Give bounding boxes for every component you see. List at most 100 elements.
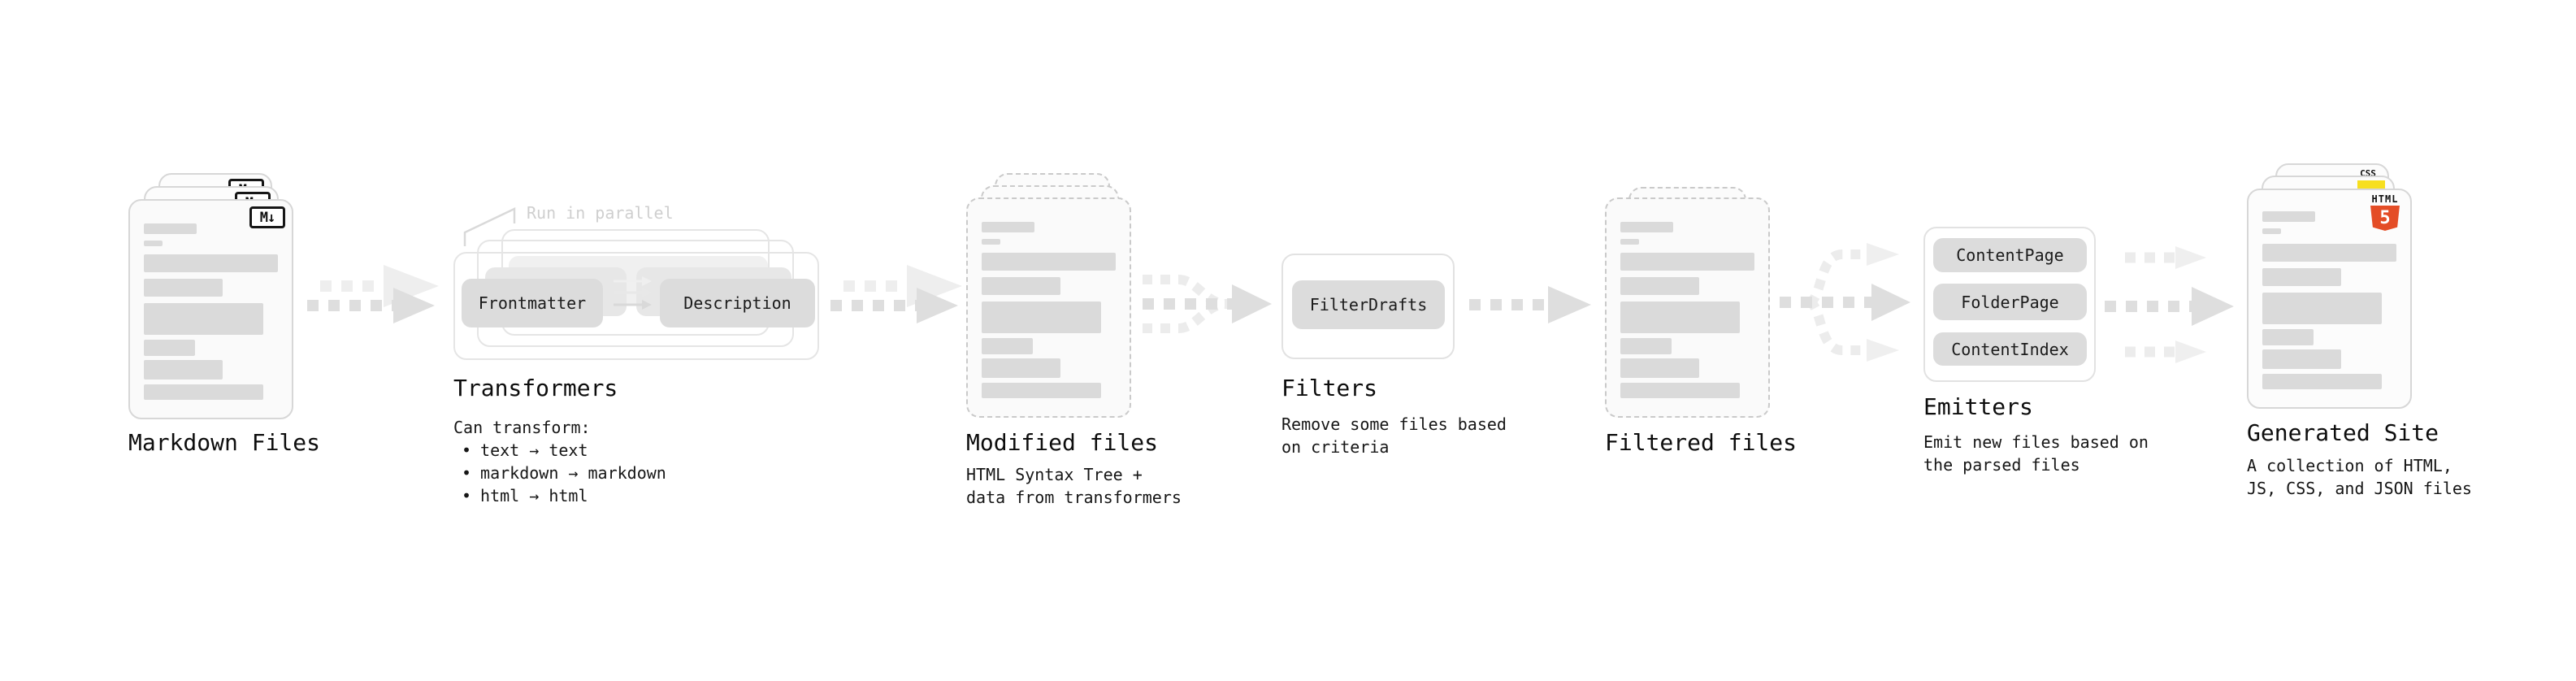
merge-branch-top xyxy=(1143,275,1228,309)
bullet-dot: • xyxy=(462,463,472,483)
arrow-head xyxy=(1867,339,1899,362)
text-placeholder-bar xyxy=(2262,228,2281,234)
desc-line: the parsed files xyxy=(1923,455,2080,475)
generated-site-description: A collection of HTML, JS, CSS, and JSON … xyxy=(2247,454,2472,500)
text-placeholder-bar xyxy=(982,253,1116,271)
contentindex-node: ContentIndex xyxy=(1933,332,2087,366)
text-placeholder-bar xyxy=(982,301,1101,333)
generated-file-card-html: HTML 5 xyxy=(2247,189,2412,409)
arrow-head xyxy=(642,276,652,286)
text-placeholder-bar xyxy=(144,360,223,380)
text-placeholder-bar xyxy=(2262,329,2314,345)
description-node: Description xyxy=(660,279,815,327)
node-link-arrows xyxy=(614,276,652,310)
transformers-description: Can transform: • text → text • markdown … xyxy=(453,416,666,507)
flow-arrow-filtered-to-emitters xyxy=(1780,243,1910,362)
text-placeholder-bar xyxy=(144,303,263,335)
html5-icon-shield: 5 xyxy=(2370,206,2400,231)
flow-arrow-markdown-to-transformers xyxy=(307,265,439,323)
arrow-head xyxy=(2192,287,2234,326)
text-placeholder-bar xyxy=(2262,268,2341,286)
filtered-file-card xyxy=(1605,197,1770,418)
stage-label-filtered-files: Filtered files xyxy=(1605,429,1798,456)
merge-branch-bottom xyxy=(1143,299,1228,333)
markdown-icon-text: M↓ xyxy=(259,209,276,226)
arrow-head xyxy=(642,288,652,297)
desc-line: Emit new files based on xyxy=(1923,432,2149,452)
stage-label-transformers: Transformers xyxy=(453,375,618,401)
desc-line: A collection of HTML, xyxy=(2247,456,2452,475)
transformers-desc-title: Can transform: xyxy=(453,418,591,437)
text-placeholder-bar xyxy=(1620,338,1672,354)
flow-arrow-filters-to-filtered xyxy=(1469,286,1591,323)
text-placeholder-bar xyxy=(144,340,195,356)
text-placeholder-bar xyxy=(982,239,1000,245)
text-placeholder-bar xyxy=(1620,253,1754,271)
transform-bullet-item: • text → text xyxy=(462,439,666,462)
text-placeholder-bar xyxy=(982,222,1034,232)
text-placeholder-bar xyxy=(1620,222,1673,232)
desc-line: JS, CSS, and JSON files xyxy=(2247,479,2472,498)
transformer-box-front xyxy=(453,252,819,360)
emitters-description: Emit new files based on the parsed files xyxy=(1923,431,2149,476)
desc-line: Remove some files based xyxy=(1281,414,1507,434)
html5-icon-label: HTML xyxy=(2371,193,2399,205)
bullet-text: html → html xyxy=(480,486,588,505)
text-placeholder-bar xyxy=(144,223,197,234)
folderpage-node: FolderPage xyxy=(1933,284,2087,320)
stage-label-markdown-files: Markdown Files xyxy=(128,429,321,456)
arrow-head xyxy=(1548,286,1591,323)
text-placeholder-bar xyxy=(144,384,263,400)
text-placeholder-bar xyxy=(2262,374,2382,389)
flow-arrow-emitters-to-generated xyxy=(2105,246,2234,363)
modified-files-description: HTML Syntax Tree + data from transformer… xyxy=(966,463,1182,509)
arrow-head xyxy=(1871,284,1910,321)
text-placeholder-bar xyxy=(982,383,1101,398)
stage-label-generated-site: Generated Site xyxy=(2247,419,2439,446)
contentpage-node: ContentPage xyxy=(1933,238,2087,272)
run-in-parallel-annotation: Run in parallel xyxy=(527,203,674,223)
css-icon-text: CSS xyxy=(2360,168,2376,179)
frontmatter-node: Frontmatter xyxy=(462,279,603,327)
text-placeholder-bar xyxy=(2262,293,2382,324)
markdown-icon: M↓ xyxy=(249,206,285,228)
text-placeholder-bar xyxy=(1620,239,1639,245)
fanout-branch-bottom xyxy=(1806,297,1867,355)
desc-line: data from transformers xyxy=(966,488,1182,507)
text-placeholder-bar xyxy=(2262,211,2315,222)
flow-arrow-modified-to-filters xyxy=(1143,275,1272,333)
modified-file-card xyxy=(966,197,1131,418)
leader-path xyxy=(463,207,516,246)
filterdrafts-node: FilterDrafts xyxy=(1292,280,1445,329)
desc-line: HTML Syntax Tree + xyxy=(966,465,1143,484)
stage-label-emitters: Emitters xyxy=(1923,393,2033,420)
bullet-dot: • xyxy=(462,486,472,505)
text-placeholder-bar xyxy=(982,358,1060,378)
text-placeholder-bar xyxy=(144,279,223,297)
flow-arrow-transformers-to-modified xyxy=(830,265,962,323)
html5-icon: HTML 5 xyxy=(2370,194,2400,231)
arrow-head xyxy=(393,288,435,323)
text-placeholder-bar xyxy=(1620,358,1699,378)
arrow-head xyxy=(642,300,652,310)
desc-line: on criteria xyxy=(1281,437,1390,457)
transform-bullet-item: • html → html xyxy=(462,484,666,507)
text-placeholder-bar xyxy=(982,338,1033,354)
text-placeholder-bar xyxy=(2262,349,2341,369)
markdown-file-card: M↓ xyxy=(128,199,293,419)
bullet-dot: • xyxy=(462,440,472,460)
fanout-branch-top xyxy=(1806,249,1867,307)
annotation-leader-line xyxy=(463,207,516,246)
transform-bullet-item: • markdown → markdown xyxy=(462,462,666,484)
arrow-head xyxy=(2175,246,2206,269)
text-placeholder-bar xyxy=(2262,244,2396,262)
bullet-text: text → text xyxy=(480,440,588,460)
stage-label-modified-files: Modified files xyxy=(966,429,1159,456)
filters-description: Remove some files based on criteria xyxy=(1281,413,1507,458)
text-placeholder-bar xyxy=(1620,301,1740,333)
arrow-head xyxy=(917,288,958,323)
text-placeholder-bar xyxy=(1620,383,1740,398)
text-placeholder-bar xyxy=(144,241,163,246)
bullet-text: markdown → markdown xyxy=(480,463,666,483)
